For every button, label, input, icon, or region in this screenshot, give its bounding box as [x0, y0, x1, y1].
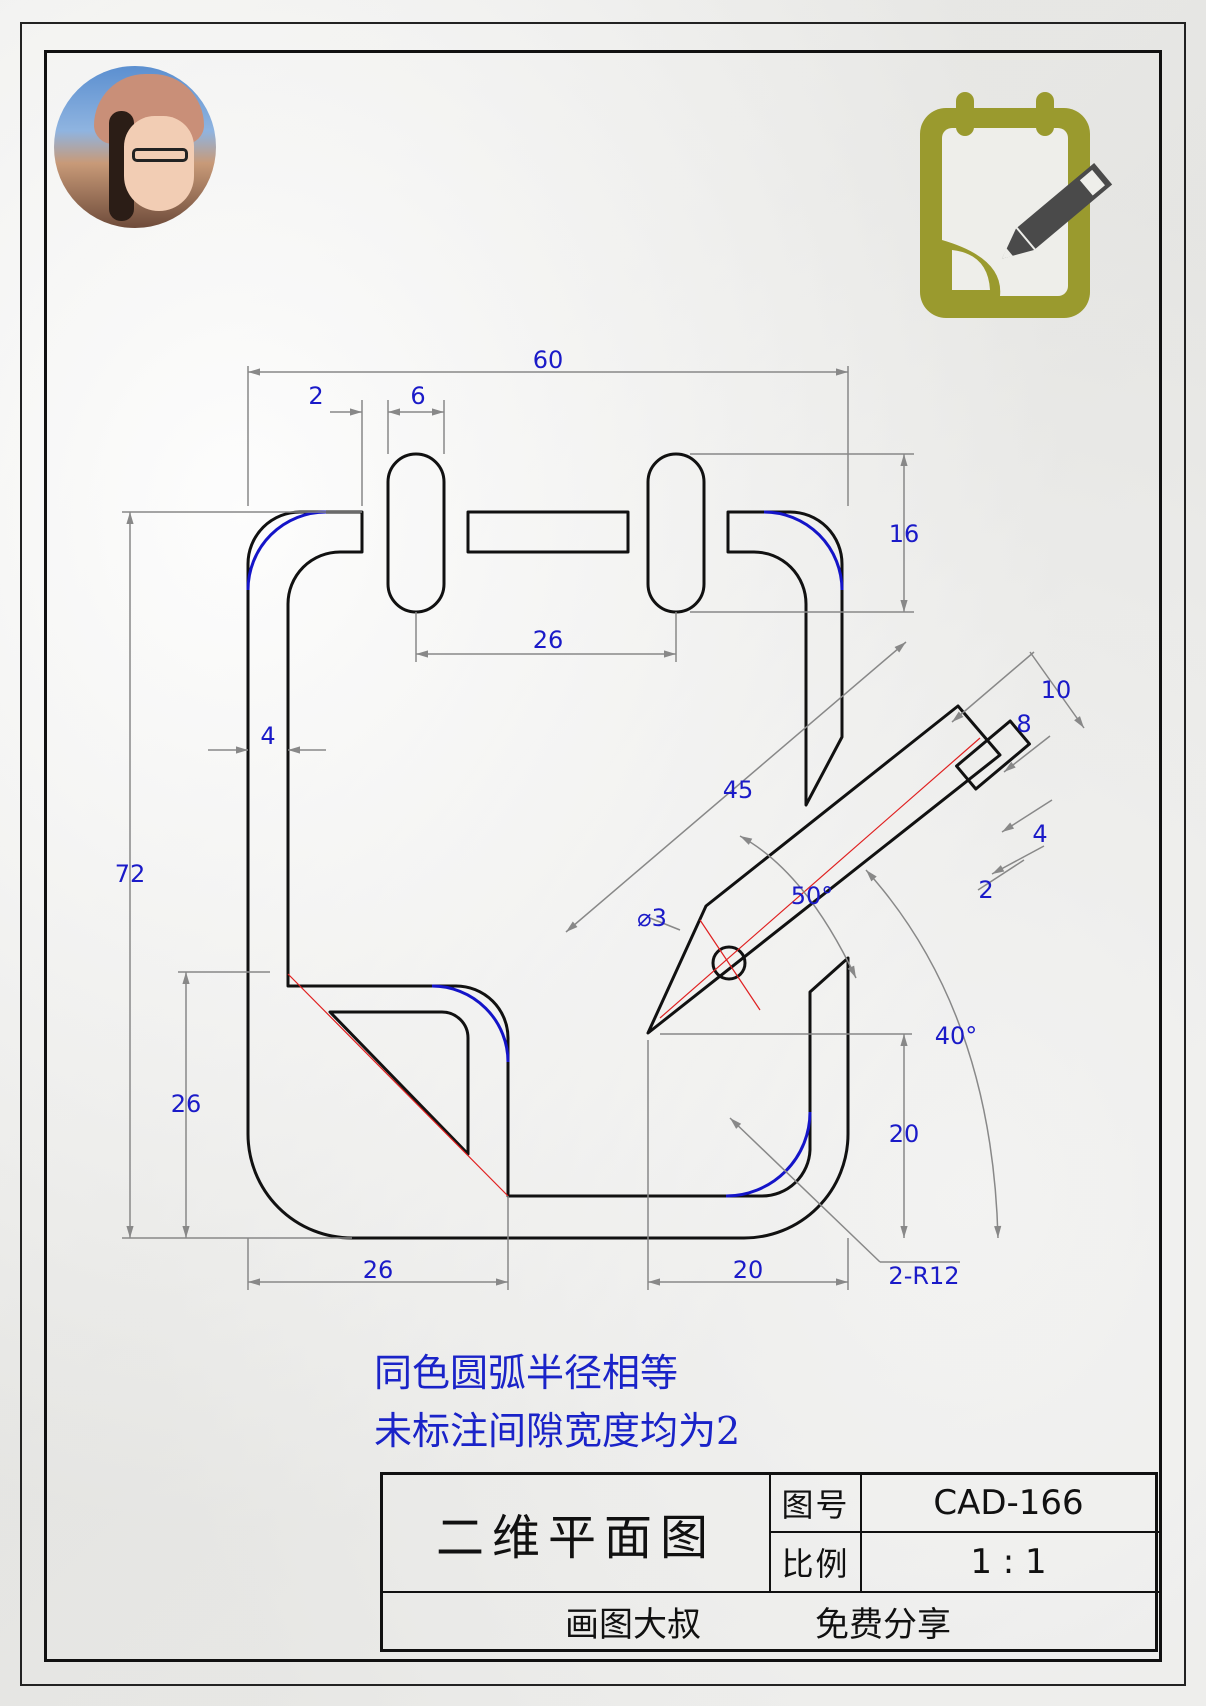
author-avatar: [54, 66, 216, 228]
dim-tip-angle: 50°: [791, 882, 834, 910]
slot-left: [386, 452, 446, 614]
dim-eraser-4: 4: [1032, 820, 1047, 848]
drawing-no-value: CAD-166: [933, 1483, 1084, 1523]
dim-gap-2: 2: [308, 382, 323, 410]
outer-border: [20, 22, 1186, 1686]
dim-slot-16: 16: [889, 520, 920, 548]
dimension-labels: 60 2 6 16 26 4 72 26 26 20 20 2-R12 45 1…: [115, 346, 1072, 1290]
drawing-frame: [44, 50, 1162, 1662]
dim-wall-4: 4: [260, 722, 275, 750]
dim-radius: 2-R12: [888, 1262, 959, 1290]
dim-eraser-8: 8: [1016, 710, 1031, 738]
free-share-text: 免费分享: [815, 1604, 951, 1645]
dim-slot-spacing-26: 26: [533, 626, 564, 654]
note-gap-width: 未标注间隙宽度均为2: [374, 1409, 741, 1453]
scale-label: 比例: [781, 1545, 850, 1583]
dim-pencil-45: 45: [723, 776, 754, 804]
slot-right: [646, 452, 706, 614]
dim-tilt-angle: 40°: [935, 1022, 978, 1050]
dim-hole-dia: ⌀3: [637, 904, 667, 932]
pencil-eraser-slot: [955, 719, 1031, 791]
fold-triangle: [328, 1010, 470, 1156]
pencil-body: [646, 704, 1002, 1035]
center-lines: [287, 737, 981, 1197]
scale-value: 1 : 1: [970, 1542, 1047, 1582]
top-bar: [466, 510, 630, 554]
logo-pencil-icon: [1002, 162, 1113, 259]
author-name: 画图大叔: [565, 1604, 701, 1645]
dimension-lines: [122, 366, 1085, 1290]
title-block: 二维平面图 图号 CAD-166 比例 1 : 1 画图大叔 免费分享: [380, 1472, 1161, 1652]
dim-overall-width: 60: [533, 346, 564, 374]
drawing-no-label: 图号: [781, 1486, 850, 1524]
highlight-arcs: [246, 510, 844, 1198]
drawing-title: 二维平面图: [435, 1510, 716, 1566]
dim-right-20: 20: [889, 1120, 920, 1148]
dim-bottom-26: 26: [363, 1256, 394, 1284]
dim-height-72: 72: [115, 860, 146, 888]
dim-left-26: 26: [171, 1090, 202, 1118]
outer-frame-contour: [246, 510, 850, 1240]
dim-eraser-gap-2: 2: [978, 876, 993, 904]
notepad-pencil-logo: [920, 92, 1113, 318]
note-equal-radius: 同色圆弧半径相等: [374, 1351, 679, 1395]
dim-bottom-20: 20: [733, 1256, 764, 1284]
dim-slot-6: 6: [410, 382, 425, 410]
right-arm-contour: [726, 510, 844, 807]
dim-pencil-10: 10: [1041, 676, 1072, 704]
